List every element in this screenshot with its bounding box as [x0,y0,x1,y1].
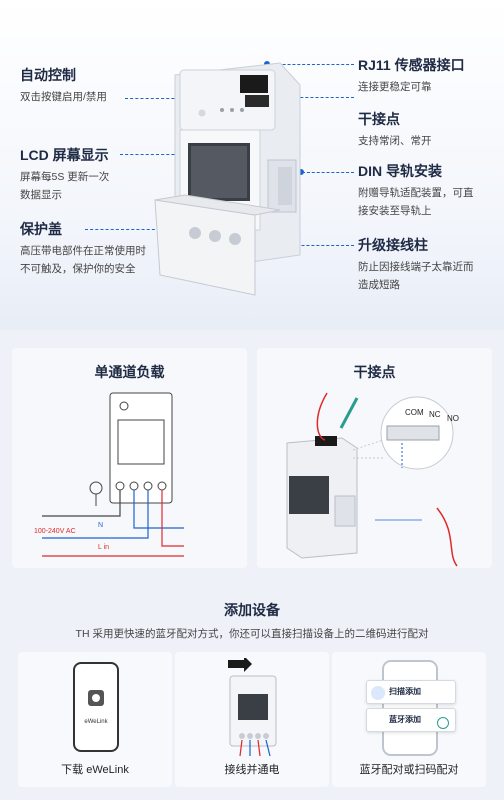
leader-line [268,64,354,65]
scan-add-label: 扫描添加 [389,687,421,696]
line-label: L in [98,544,110,551]
pairing-subtitle: TH 采用更快速的蓝牙配对方式，你还可以直接扫描设备上的二维码进行配对 [75,628,429,640]
leader-line [302,172,354,173]
wiring-section: 单通道负载 100-240V AC N L in 干接点 [0,330,504,590]
feature-desc: 造成短路 [358,279,400,291]
feature-desc: 屏幕每5S 更新一次 [20,171,110,183]
step-bluetooth-pair: 扫描添加 蓝牙添加 蓝牙配对或扫码配对 [332,652,486,787]
card-title: 干接点 [353,364,396,380]
feature-desc: 支持常闭、常开 [358,135,432,147]
feature-title: LCD 屏幕显示 [20,147,109,163]
switch-device-illustration [154,62,301,296]
feature-title: 自动控制 [20,67,76,83]
feature-desc: 高压带电部件在正常使用时 [20,245,146,257]
feature-cover: 保护盖 高压带电部件在正常使用时 不可触及，保护你的安全 [20,220,170,278]
com-label: COM [405,408,424,417]
leader-line [85,229,160,230]
single-channel-card: 单通道负载 100-240V AC N L in [12,348,247,568]
bluetooth-add-card[interactable]: 蓝牙添加 [366,708,456,732]
card-title: 单通道负载 [94,364,165,380]
feature-title: 干接点 [358,111,400,127]
leader-dot [298,169,304,175]
scan-add-card[interactable]: 扫描添加 [366,680,456,704]
neutral-label: N [98,522,104,529]
device-wiring-icon [228,658,277,757]
bluetooth-add-label: 蓝牙添加 [389,715,421,724]
step-wire-power: 接线并通电 [175,652,329,787]
phone-icon [73,662,119,752]
leader-line [280,97,354,98]
nc-label: NC [429,410,441,419]
leader-line [252,245,354,246]
app-name: eWeLink [84,719,108,725]
feature-title: 保护盖 [20,221,62,237]
pairing-section: 添加设备 TH 采用更快速的蓝牙配对方式，你还可以直接扫描设备上的二维码进行配对… [0,590,504,800]
hand-tap-icon [437,717,449,729]
step-download: eWeLink 下载 eWeLink [18,652,172,787]
feature-title: 升级接线柱 [358,237,428,253]
feature-section: 自动控制 双击按键启用/禁用 LCD 屏幕显示 屏幕每5S 更新一次 数据显示 … [0,0,504,330]
feature-desc: 不可触及，保护你的安全 [20,263,136,275]
feature-lcd: LCD 屏幕显示 屏幕每5S 更新一次 数据显示 [20,146,170,204]
pairing-heading: 添加设备 [224,602,280,618]
feature-din: DIN 导轨安装 附赠导轨适配装置，可直 接安装至导轨上 [358,162,498,220]
step-label: 蓝牙配对或扫码配对 [359,764,459,776]
step-label: 接线并通电 [224,764,280,776]
feature-desc: 接安装至导轨上 [358,205,432,217]
leader-line [125,98,195,99]
feature-rj11: RJ11 传感器接口 连接更稳定可靠 [358,56,498,96]
dry-contact-diagram [286,392,458,567]
feature-title: RJ11 传感器接口 [358,57,465,73]
single-channel-diagram [42,392,184,557]
feature-desc: 双击按键启用/禁用 [20,91,107,103]
dry-contact-card: 干接点 COM NC NO [257,348,492,568]
feature-desc: 数据显示 [20,189,62,201]
leader-line [120,154,195,155]
feature-title: DIN 导轨安装 [358,163,442,179]
scan-icon [371,686,385,700]
no-label: NO [447,414,459,423]
feature-terminal: 升级接线柱 防止因接线端子太靠近而 造成短路 [358,236,498,294]
feature-desc: 附赠导轨适配装置，可直 [358,187,474,199]
feature-auto-control: 自动控制 双击按键启用/禁用 [20,66,170,106]
step-label: 下载 eWeLink [61,764,129,776]
voltage-label: 100-240V AC [34,528,76,535]
feature-desc: 防止因接线端子太靠近而 [358,261,474,273]
feature-dry-contact: 干接点 支持常闭、常开 [358,110,498,150]
feature-desc: 连接更稳定可靠 [358,81,432,93]
